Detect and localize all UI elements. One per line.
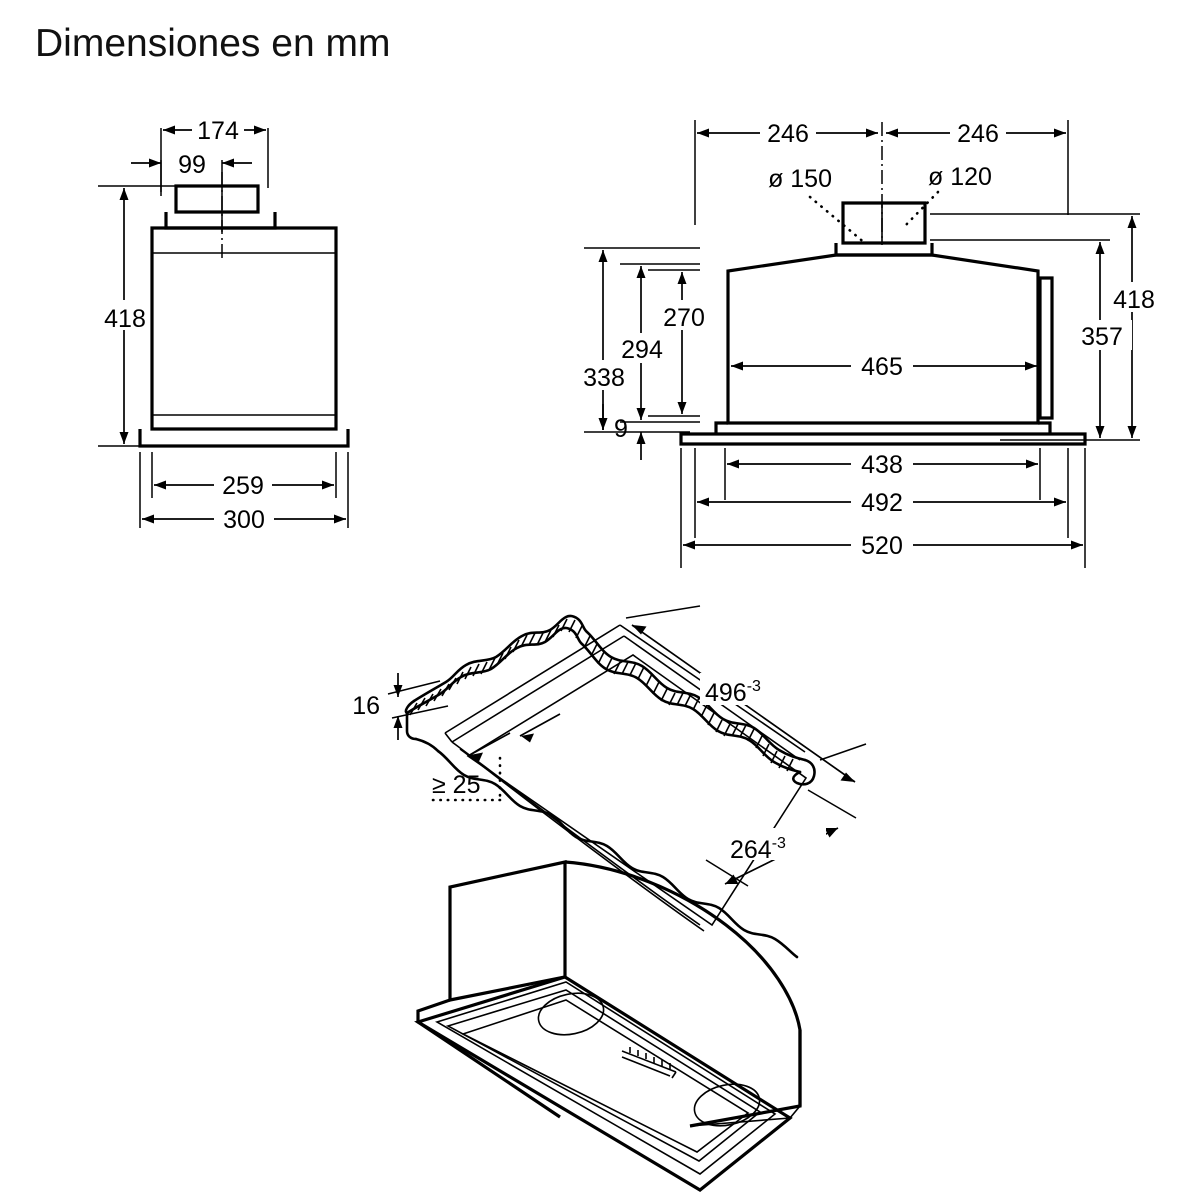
dimension-418-front-label: 418 — [1113, 286, 1155, 314]
dimension-min-25: ≥ 25 — [431, 713, 561, 802]
dimension-496-tolerance: -3 — [747, 678, 761, 695]
dimension-357-label: 357 — [1081, 323, 1123, 351]
outlet-120-label: ø 120 — [928, 163, 992, 191]
dimension-338: 338 — [574, 250, 634, 430]
dimension-264-text: 264-3 — [726, 828, 826, 864]
dimension-496: 496-3 — [625, 605, 867, 783]
dimension-492-label: 492 — [861, 489, 903, 517]
dimension-min-25-label: ≥ 25 — [432, 771, 480, 799]
front-view: 246 246 ø 150 ø 120 — [574, 120, 1164, 568]
dimension-246-right: 246 — [886, 120, 1066, 148]
dimension-496-text: 496-3 — [700, 673, 800, 707]
dimension-300: 300 — [142, 506, 346, 534]
dimension-418-side: 418 — [96, 188, 154, 444]
dimension-9: 9 — [602, 404, 646, 460]
dimension-99-label: 99 — [178, 151, 206, 179]
gasket-ring — [404, 614, 816, 959]
page-title: Dimensiones en mm — [35, 22, 391, 65]
dimension-174-label: 174 — [197, 117, 239, 145]
dimension-246-right-label: 246 — [957, 120, 999, 148]
dimension-264-value: 264 — [730, 836, 772, 864]
dimension-259-label: 259 — [222, 472, 264, 500]
svg-text:264-3: 264-3 — [730, 835, 786, 864]
side-view: 174 99 418 — [96, 117, 350, 534]
dimension-259: 259 — [154, 472, 334, 500]
front-view-body — [679, 201, 1087, 446]
dimension-465: 465 — [731, 353, 1037, 381]
dimension-16: 16 — [352, 673, 449, 740]
dimension-174: 174 — [163, 117, 266, 145]
dimension-294: 294 — [612, 266, 672, 420]
dimension-300-label: 300 — [223, 506, 265, 534]
dimension-438-label: 438 — [861, 451, 903, 479]
dimension-264-tolerance: -3 — [772, 835, 786, 852]
dimension-418-front: 418 — [1104, 216, 1164, 438]
outlet-150-label: ø 150 — [768, 165, 832, 193]
dimension-270: 270 — [654, 272, 714, 414]
lamp-icon — [537, 992, 605, 1036]
dimension-264: 264-3 — [705, 789, 857, 887]
dimension-520-label: 520 — [861, 532, 903, 560]
dimension-246-left: 246 — [697, 120, 878, 148]
dimension-357: 357 — [1072, 242, 1132, 438]
dimension-492: 492 — [697, 489, 1066, 517]
dimension-99: 99 — [131, 151, 252, 179]
dimension-246-left-label: 246 — [767, 120, 809, 148]
dimension-294-label: 294 — [621, 336, 663, 364]
side-view-body — [138, 172, 350, 448]
dimension-16-label: 16 — [352, 692, 380, 720]
control-panel — [621, 1047, 677, 1079]
product-isometric-view — [414, 860, 802, 1192]
dimension-9-label: 9 — [614, 415, 628, 443]
outlet-150-leader: ø 150 — [768, 165, 868, 246]
dimension-270-label: 270 — [663, 304, 705, 332]
dimension-438: 438 — [727, 451, 1038, 479]
dimension-496-value: 496 — [705, 679, 747, 707]
outlet-120-leader: ø 120 — [900, 163, 992, 231]
dimension-520: 520 — [683, 532, 1083, 560]
dimension-338-label: 338 — [583, 364, 625, 392]
dimension-418-side-label: 418 — [104, 305, 146, 333]
cutout-isometric-view: 16 ≥ 25 — [352, 605, 867, 959]
lamp-icon — [693, 1083, 761, 1127]
svg-text:496-3: 496-3 — [705, 678, 761, 707]
dimension-465-label: 465 — [861, 353, 903, 381]
